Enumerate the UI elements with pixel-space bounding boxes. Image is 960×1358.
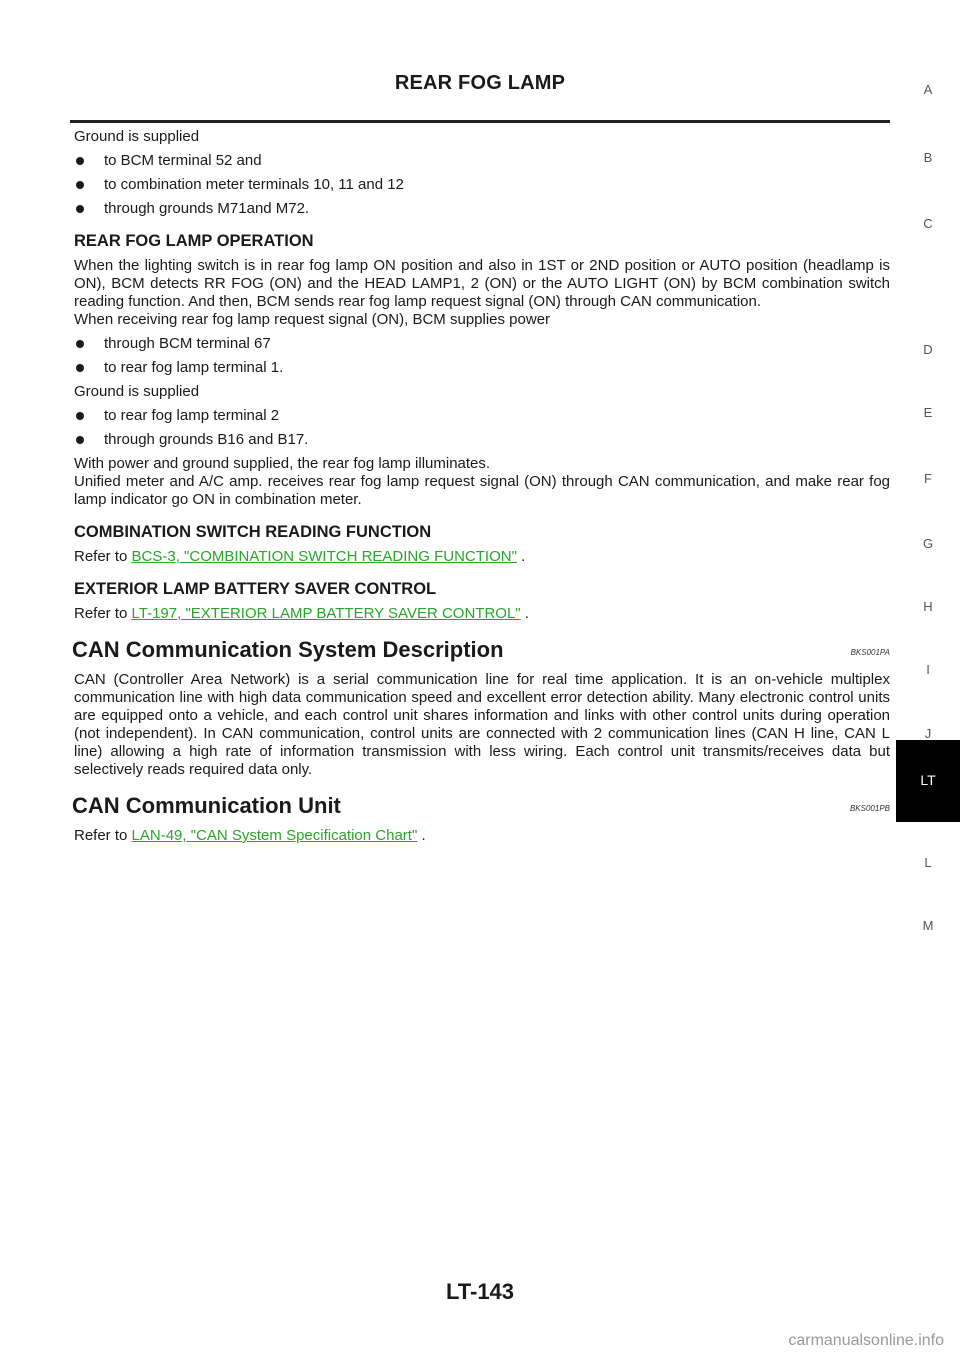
intro-bullet-list: to BCM terminal 52 and to combination me… (74, 152, 890, 218)
bcs-3-link[interactable]: BCS-3, "COMBINATION SWITCH READING FUNCT… (131, 548, 517, 565)
page-number: LT-143 (445, 1279, 515, 1304)
sidebar-tab-lt[interactable]: LT (896, 740, 960, 822)
section-index-sidebar: A B C D E F G H I J LT L M (896, 0, 960, 1358)
list-item: through BCM terminal 67 (74, 335, 890, 353)
bullet-icon (76, 412, 84, 420)
sidebar-tab-e[interactable]: E (923, 405, 933, 420)
bullet-icon (76, 181, 84, 189)
bullet-icon (76, 364, 84, 372)
sidebar-tab-m[interactable]: M (922, 918, 934, 933)
section-heading-battery-saver: EXTERIOR LAMP BATTERY SAVER CONTROL (74, 580, 437, 598)
sidebar-tab-l[interactable]: L (924, 855, 932, 870)
bullet-icon (76, 436, 84, 444)
section-heading-rear-fog-operation: REAR FOG LAMP OPERATION (74, 232, 314, 250)
rear-fog-para-2: When receiving rear fog lamp request sig… (74, 311, 551, 328)
can-unit-heading-row: CAN Communication Unit BKS001PB (72, 793, 890, 819)
section-heading-can-unit: CAN Communication Unit (72, 793, 341, 818)
sidebar-tab-a[interactable]: A (923, 82, 933, 97)
sidebar-tab-g[interactable]: G (922, 536, 934, 551)
list-item: through grounds M71and M72. (74, 200, 890, 218)
power-bullet-list: through BCM terminal 67 to rear fog lamp… (74, 335, 890, 377)
sidebar-tab-b[interactable]: B (923, 150, 933, 165)
list-item: to rear fog lamp terminal 2 (74, 407, 890, 425)
sidebar-tab-h[interactable]: H (923, 599, 933, 614)
battery-saver-ref: Refer to LT-197, "EXTERIOR LAMP BATTERY … (74, 605, 529, 622)
lt-197-link[interactable]: LT-197, "EXTERIOR LAMP BATTERY SAVER CON… (131, 605, 521, 622)
ground-bullet-list: to rear fog lamp terminal 2 through grou… (74, 407, 890, 449)
rear-fog-ground-text: Ground is supplied (74, 383, 200, 400)
intro-ground-text: Ground is supplied (74, 128, 200, 145)
bullet-icon (76, 205, 84, 213)
section-heading-combination-switch: COMBINATION SWITCH READING FUNCTION (74, 523, 432, 541)
reference-code: BKS001PA (850, 648, 890, 657)
rear-fog-para-1: When the lighting switch is in rear fog … (74, 257, 890, 310)
rear-fog-para-3: With power and ground supplied, the rear… (74, 455, 491, 472)
bullet-icon (76, 157, 84, 165)
can-description-text: CAN (Controller Area Network) is a seria… (74, 671, 890, 778)
sidebar-tab-lt-label: LT (920, 772, 936, 788)
header-divider (70, 120, 890, 123)
sidebar-tab-j[interactable]: J (924, 726, 932, 741)
can-description-heading-row: CAN Communication System Description BKS… (72, 637, 890, 663)
main-content: Ground is supplied to BCM terminal 52 an… (72, 128, 890, 845)
can-unit-ref: Refer to LAN-49, "CAN System Specificati… (74, 827, 426, 844)
sidebar-tab-d[interactable]: D (923, 342, 933, 357)
list-item: to BCM terminal 52 and (74, 152, 890, 170)
watermark: carmanualsonline.info (788, 1332, 944, 1349)
reference-code: BKS001PB (849, 804, 890, 813)
sidebar-tab-i[interactable]: I (926, 662, 930, 677)
section-heading-can-description: CAN Communication System Description (72, 637, 504, 662)
list-item: to rear fog lamp terminal 1. (74, 359, 890, 377)
rear-fog-para-4: Unified meter and A/C amp. receives rear… (74, 473, 890, 508)
page-title: REAR FOG LAMP (394, 72, 566, 94)
list-item: through grounds B16 and B17. (74, 431, 890, 449)
sidebar-tab-c[interactable]: C (923, 216, 933, 231)
combination-switch-ref: Refer to BCS-3, "COMBINATION SWITCH READ… (74, 548, 526, 565)
list-item: to combination meter terminals 10, 11 an… (74, 176, 890, 194)
sidebar-tab-f[interactable]: F (924, 471, 932, 486)
bullet-icon (76, 340, 84, 348)
lan-49-link[interactable]: LAN-49, "CAN System Specification Chart" (131, 827, 418, 844)
